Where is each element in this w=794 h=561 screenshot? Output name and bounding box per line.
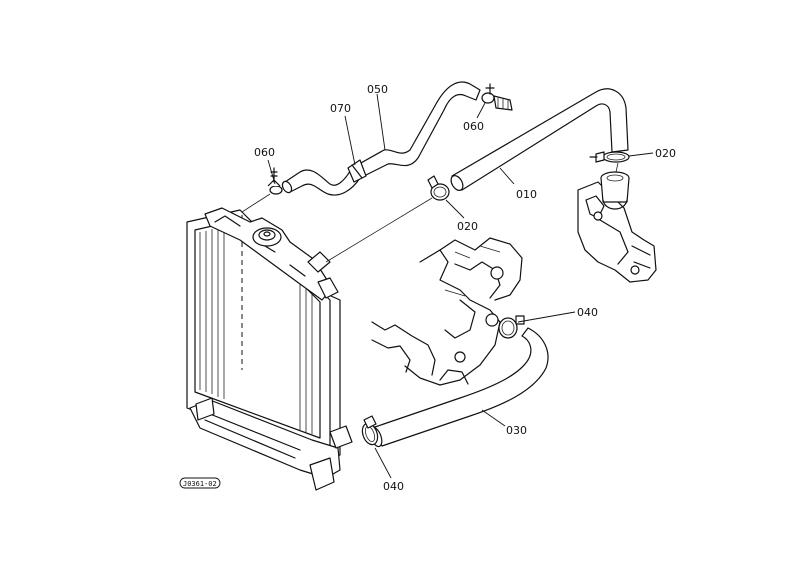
label-020-right: 020: [655, 147, 676, 160]
label-030: 030: [506, 424, 527, 437]
leader-lines: [267, 93, 654, 479]
clamp-060-upper: [481, 83, 495, 104]
label-050: 050: [367, 83, 388, 96]
engine-block: [371, 237, 523, 386]
clamp-060-left: [267, 167, 283, 195]
label-060-left: 060: [254, 146, 275, 159]
label-020-center: 020: [457, 220, 478, 233]
label-070: 070: [330, 102, 351, 115]
label-040-right: 040: [577, 306, 598, 319]
bypass-hose-050: [281, 81, 481, 196]
label-060-upper: 060: [463, 120, 484, 133]
clamp-040-right: [498, 315, 525, 339]
drawing-code: J0361-02: [183, 480, 217, 488]
radiator: [186, 207, 353, 491]
thermostat-housing: [577, 171, 657, 283]
fitting-060: [493, 95, 513, 111]
part-labels: 050 070 060 060 010 020 020 040 030 040: [254, 83, 676, 493]
clamp-020-center: [427, 175, 450, 201]
drawing-code-badge: J0361-02: [179, 477, 221, 489]
connection-lines: [241, 162, 619, 263]
label-010: 010: [516, 188, 537, 201]
label-040-lower: 040: [383, 480, 404, 493]
clamp-040-lower: [361, 415, 379, 446]
clamp-020-right: [589, 151, 630, 163]
collar-070: [347, 159, 367, 183]
